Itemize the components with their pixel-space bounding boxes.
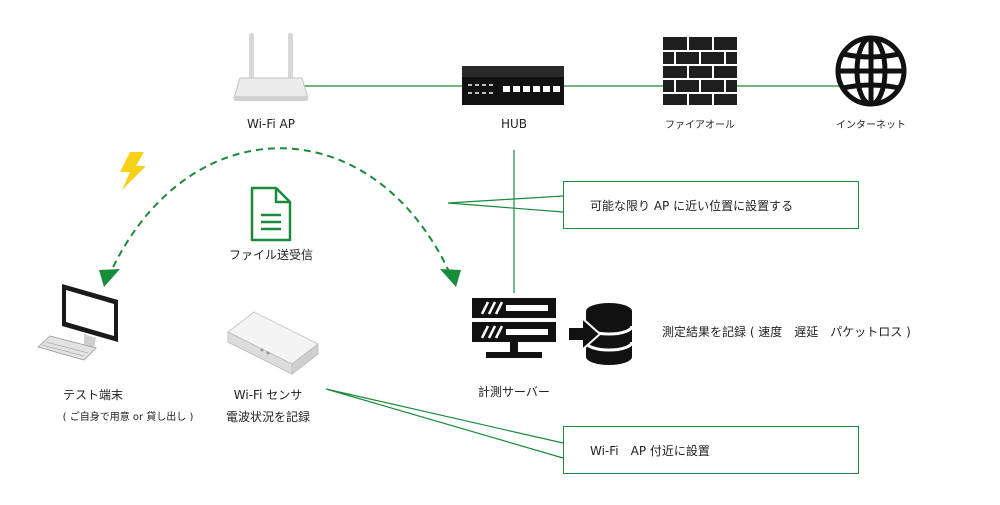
monitor-icon (37, 284, 118, 361)
sensor-placement-text: Wi-Fi AP 付近に設置 (590, 443, 710, 458)
wifi-ap-label: Wi-Fi AP (247, 117, 295, 131)
sensor-placement-callout: Wi-Fi AP 付近に設置 (563, 426, 859, 474)
wireless-transfer-arc (107, 147, 453, 279)
arrow-head-right (440, 269, 461, 287)
database-icon (567, 303, 634, 365)
database-note: 測定結果を記録 ( 速度 遅延 パケットロス ) (662, 325, 911, 339)
firewall-label: ファイアオール (665, 120, 735, 131)
server-placement-text: 可能な限り AP に近い位置に設置する (590, 198, 794, 213)
server-placement-callout: 可能な限り AP に近い位置に設置する (563, 181, 859, 229)
test-terminal-label: テスト端末 (62, 388, 124, 402)
hub-icon (462, 66, 564, 105)
measurement-server-label: 計測サーバー (478, 385, 550, 399)
sensor-callout-pointer (325, 388, 564, 459)
sensor-device-icon (227, 311, 319, 375)
wifi-router-icon (233, 33, 309, 101)
lightning-icon (120, 152, 146, 190)
arrow-head-left (99, 269, 120, 287)
wifi-sensor-note: 電波状況を記録 (225, 410, 311, 424)
hub-label: HUB (500, 117, 528, 131)
wifi-sensor-label: Wi-Fi センサ (233, 388, 303, 402)
server-callout-pointer (447, 195, 564, 213)
document-icon (250, 186, 292, 242)
test-terminal-note: ( ご自身で用意 or 貸し出し ) (62, 412, 194, 423)
internet-label: インターネット (836, 120, 906, 131)
server-icon (472, 298, 556, 358)
globe-icon (835, 35, 907, 107)
file-transfer-label: ファイル送受信 (228, 248, 314, 262)
firewall-icon (663, 37, 737, 105)
